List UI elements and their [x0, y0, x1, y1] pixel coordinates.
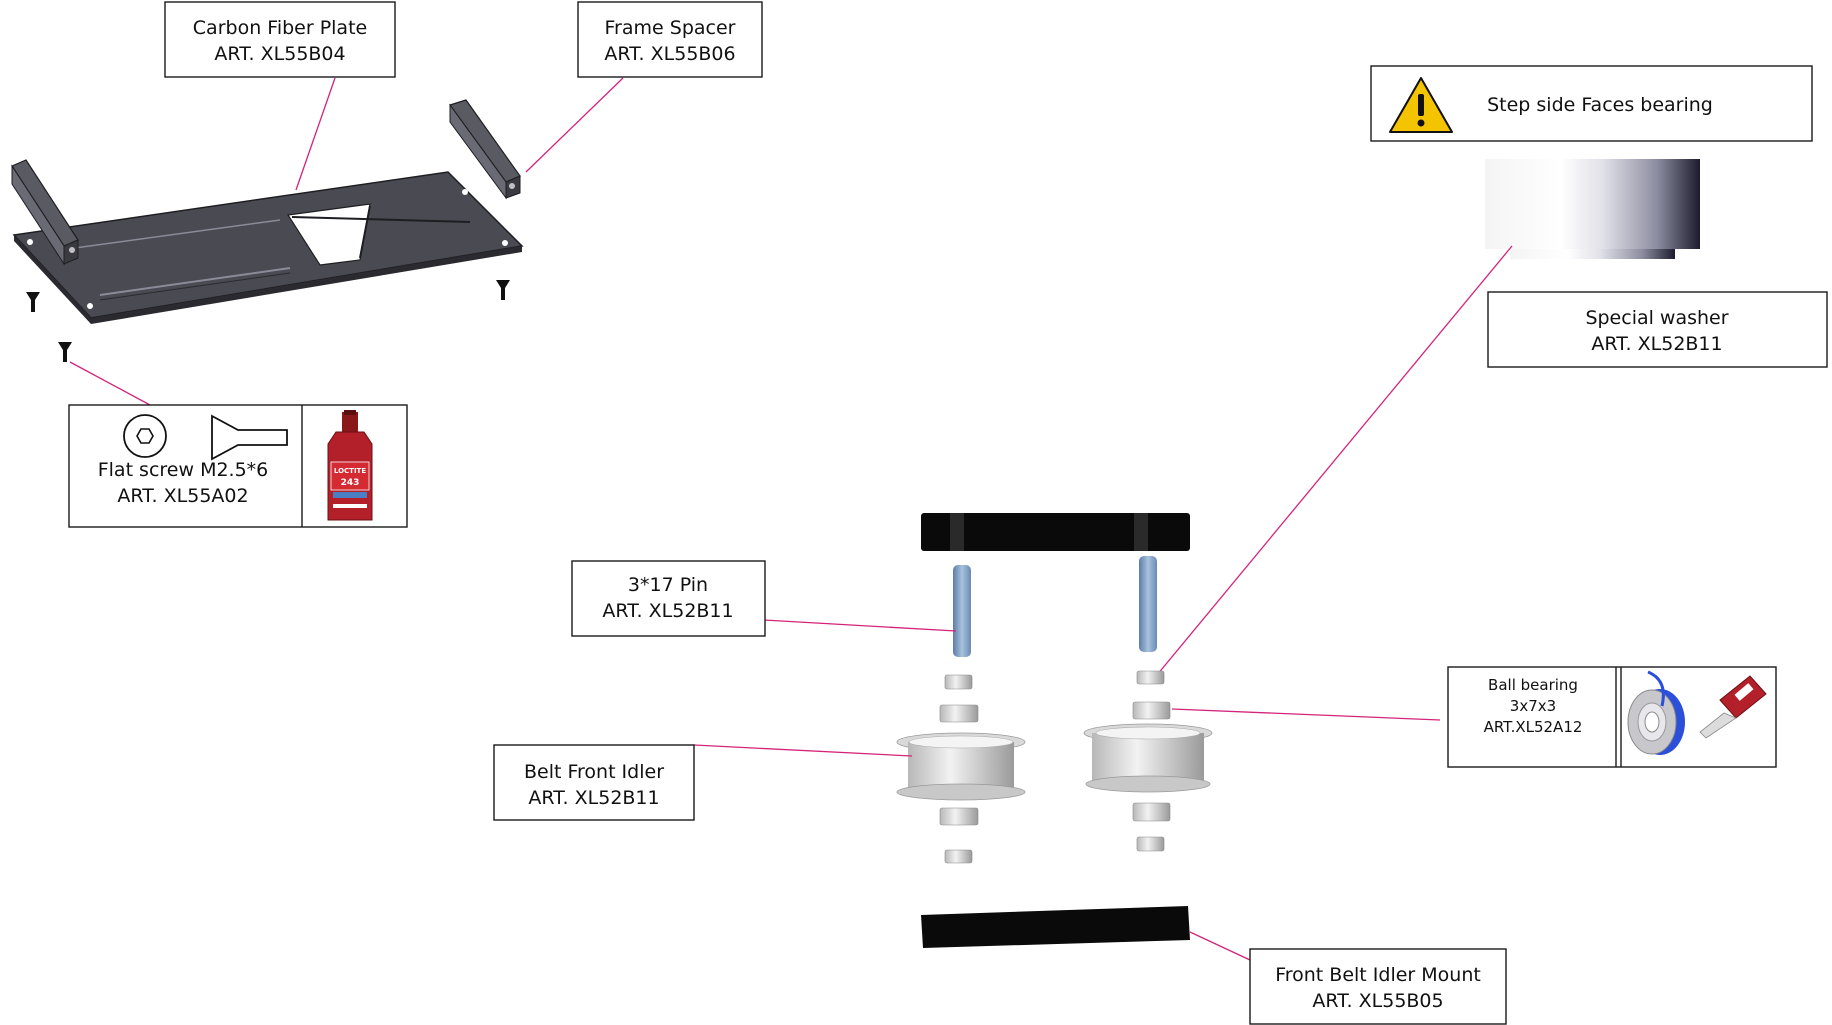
label-carbon-fiber-plate: Carbon Fiber Plate ART. XL55B04 — [164, 1, 396, 78]
special-washer-name: Special washer — [1585, 307, 1728, 329]
idler-mount-name: Front Belt Idler Mount — [1275, 964, 1481, 986]
special-washer-art: ART. XL52B11 — [1591, 333, 1722, 355]
pin-left — [953, 565, 971, 657]
idler-stack-left — [896, 674, 1026, 864]
loctite-brand: LOCTITE — [334, 467, 366, 475]
label-special-washer: Special washer ART. XL52B11 — [1487, 291, 1828, 368]
carbon-fiber-plate — [12, 171, 524, 324]
frame-spacer-left — [11, 159, 79, 266]
leader-frame-spacer — [525, 77, 624, 173]
hex-socket-icon — [123, 414, 167, 458]
leader-special-washer — [1151, 245, 1513, 682]
loctite-bottle-icon: LOCTITE 243 — [327, 410, 373, 521]
label-flat-screw: Flat screw M2.5*6 ART. XL55A02 LOCTITE 2… — [68, 404, 408, 528]
idler-stack-right — [1083, 670, 1213, 852]
label-frame-spacer: Frame Spacer ART. XL55B06 — [577, 1, 763, 78]
label-ball-bearing: Ball bearing 3x7x3 ART.XL52A12 — [1447, 666, 1777, 768]
belt-idler-name: Belt Front Idler — [524, 761, 664, 783]
ball-bearing-icon — [1627, 670, 1685, 755]
frame-spacer-name: Frame Spacer — [605, 17, 736, 39]
idler-mount-art: ART. XL55B05 — [1312, 990, 1443, 1012]
label-belt-front-idler: Belt Front Idler ART. XL52B11 — [493, 744, 695, 821]
leader-carbon-plate — [295, 77, 336, 191]
belt-front-idler-right — [1083, 723, 1213, 793]
carbon-plate-name: Carbon Fiber Plate — [193, 17, 367, 39]
warning-triangle-icon — [1389, 77, 1453, 133]
flat-screw-part — [26, 280, 510, 362]
belt-front-idler-left — [896, 732, 1026, 801]
belt-idler-art: ART. XL52B11 — [528, 787, 659, 809]
countersunk-screw-profile-icon — [211, 414, 288, 461]
leader-flat-screw — [69, 361, 151, 406]
ball-bearing-line1: Ball bearing — [1488, 676, 1578, 694]
front-belt-idler-mount-bottom — [921, 906, 1190, 948]
loctite-number: 243 — [341, 478, 360, 488]
pin-right — [1139, 556, 1157, 652]
ball-bearing-line2: 3x7x3 — [1510, 697, 1556, 715]
pin-art: ART. XL52B11 — [602, 600, 733, 622]
frame-spacer-art: ART. XL55B06 — [604, 43, 735, 65]
leader-belt-idler — [693, 744, 913, 757]
frame-spacer-right — [449, 99, 521, 200]
pin-name: 3*17 Pin — [628, 574, 708, 596]
ball-bearing-art: ART.XL52A12 — [1484, 718, 1583, 736]
leader-pin — [763, 619, 957, 632]
warning-box: Step side Faces bearing — [1370, 65, 1813, 142]
label-pin: 3*17 Pin ART. XL52B11 — [571, 560, 766, 637]
carbon-plate-art: ART. XL55B04 — [214, 43, 345, 65]
flat-screw-art: ART. XL55A02 — [117, 485, 248, 507]
special-washer-part — [1485, 159, 1700, 259]
loctite-tube-icon — [1699, 675, 1767, 739]
leader-ball-bearing — [1171, 708, 1441, 721]
front-belt-idler-mount-top — [921, 513, 1190, 551]
warning-text: Step side Faces bearing — [1487, 94, 1713, 116]
flat-screw-name: Flat screw M2.5*6 — [98, 459, 269, 481]
label-front-belt-idler-mount: Front Belt Idler Mount ART. XL55B05 — [1249, 948, 1507, 1025]
leader-idler-mount — [1189, 931, 1251, 961]
